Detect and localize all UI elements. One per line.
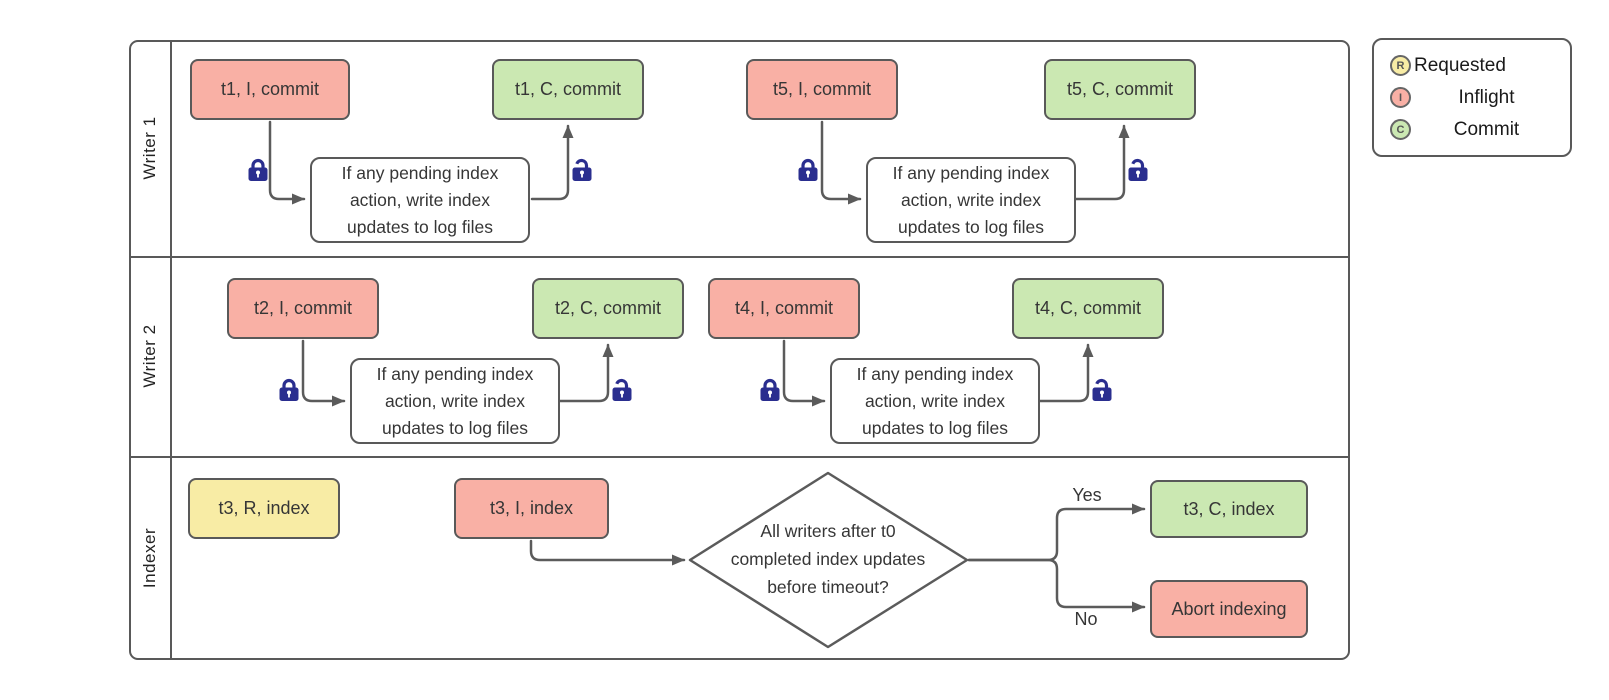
node-pending-index-note: If any pending index action, write index…: [830, 358, 1040, 444]
lock-closed-icon: [248, 158, 268, 181]
node-t2-inflight-commit: t2, I, commit: [227, 278, 379, 339]
legend-item-requested: R Requested: [1390, 52, 1562, 80]
lock-closed-icon: [760, 378, 780, 401]
requested-state-icon: R: [1390, 55, 1411, 76]
node-t3-requested-index: t3, R, index: [188, 478, 340, 539]
legend: R Requested I Inflight C Commit: [1372, 38, 1572, 157]
decision-diamond-shape: [688, 471, 969, 649]
lane-divider: [129, 256, 1350, 258]
edge-decision-no: [967, 558, 1146, 613]
legend-label: Commit: [1453, 118, 1520, 140]
lock-closed-icon: [279, 378, 299, 401]
edge-note-to-t5c: [1074, 124, 1130, 201]
legend-label: Requested: [1414, 54, 1506, 76]
commit-state-icon: C: [1390, 119, 1411, 140]
lock-open-icon: [1092, 378, 1112, 401]
node-abort-indexing: Abort indexing: [1150, 580, 1308, 638]
node-pending-index-note: If any pending index action, write index…: [310, 157, 530, 243]
lock-open-icon: [612, 378, 632, 401]
node-t3-inflight-index: t3, I, index: [454, 478, 609, 539]
edge-t1i-to-note: [268, 120, 306, 205]
node-t1-inflight-commit: t1, I, commit: [190, 59, 350, 120]
node-t4-inflight-commit: t4, I, commit: [708, 278, 860, 339]
lock-open-icon: [572, 158, 592, 181]
inflight-state-icon: I: [1390, 87, 1411, 108]
edge-note-to-t4c: [1038, 343, 1094, 403]
branch-label-yes: Yes: [1072, 485, 1102, 505]
node-t3-commit-index: t3, C, index: [1150, 480, 1308, 538]
edge-t4i-to-note: [782, 339, 826, 407]
edge-t3i-to-decision: [529, 539, 686, 566]
lock-open-icon: [1128, 158, 1148, 181]
node-pending-index-note: If any pending index action, write index…: [350, 358, 560, 444]
node-t1-commit-commit: t1, C, commit: [492, 59, 644, 120]
legend-label: Inflight: [1458, 86, 1515, 108]
edge-note-to-t1c: [530, 124, 574, 201]
node-t2-commit-commit: t2, C, commit: [532, 278, 684, 339]
node-t5-inflight-commit: t5, I, commit: [746, 59, 898, 120]
decision-question: All writers after t0 completed index upd…: [730, 521, 926, 597]
node-pending-index-note: If any pending index action, write index…: [866, 157, 1076, 243]
edge-decision-yes: [967, 503, 1146, 562]
legend-item-commit: C Commit: [1390, 116, 1562, 144]
edge-t5i-to-note: [820, 120, 862, 205]
branch-label-no: No: [1074, 609, 1098, 629]
node-t5-commit-commit: t5, C, commit: [1044, 59, 1196, 120]
legend-item-inflight: I Inflight: [1390, 84, 1562, 112]
edge-note-to-t2c: [558, 343, 614, 403]
lane-divider: [129, 456, 1350, 458]
node-t4-commit-commit: t4, C, commit: [1012, 278, 1164, 339]
lane-header-divider: [170, 40, 172, 660]
lock-closed-icon: [798, 158, 818, 181]
edge-t2i-to-note: [301, 339, 346, 407]
